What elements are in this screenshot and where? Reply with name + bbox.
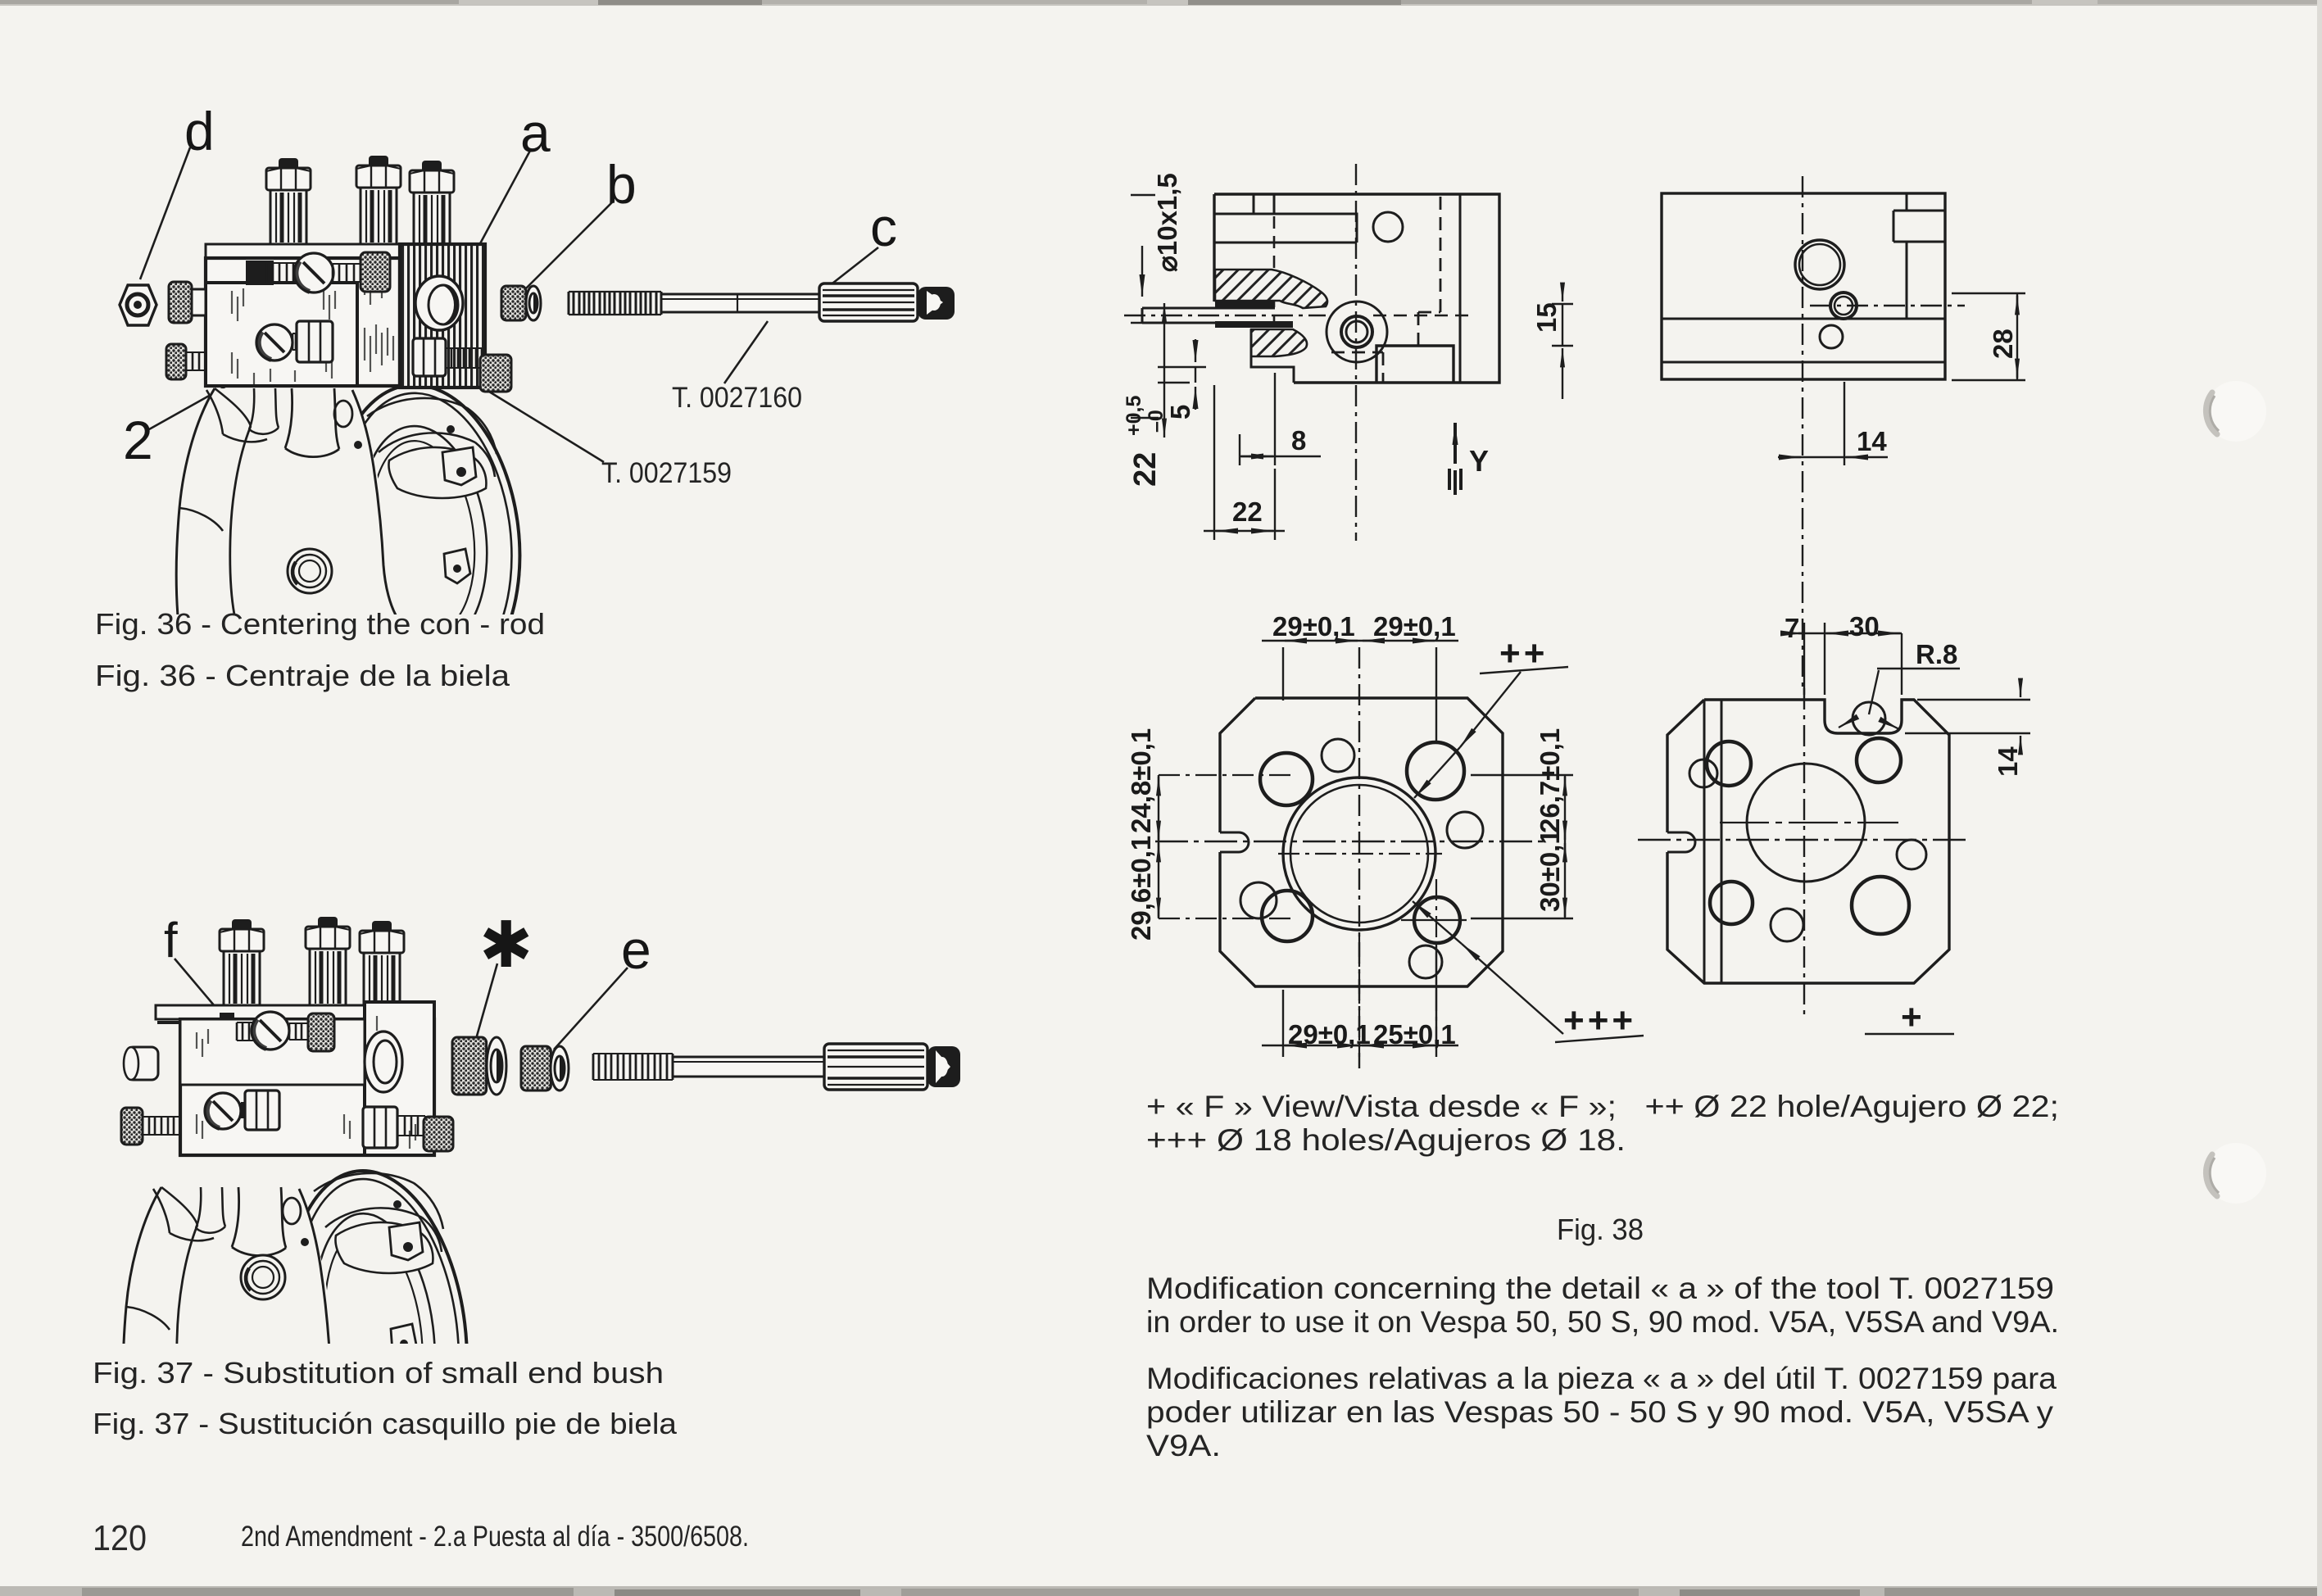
svg-text:26,7±0,1: 26,7±0,1 bbox=[1535, 728, 1565, 833]
svg-text:8: 8 bbox=[1291, 425, 1306, 456]
svg-text:poder utilizar en las Vespas 5: poder utilizar en las Vespas 50 - 50 S y… bbox=[1146, 1395, 2054, 1429]
svg-text:b: b bbox=[606, 154, 637, 215]
svg-text:Fig. 37 - Substitution of smal: Fig. 37 - Substitution of small end bush bbox=[93, 1356, 664, 1390]
svg-text:+ « F » View/Vista desde « F »: + « F » View/Vista desde « F »; ++ Ø 22 … bbox=[1146, 1090, 2059, 1123]
svg-text:2: 2 bbox=[123, 410, 153, 470]
svg-text:7: 7 bbox=[1785, 613, 1799, 643]
svg-text:29,6±0,1: 29,6±0,1 bbox=[1126, 836, 1156, 941]
svg-text:⌀10x1,5: ⌀10x1,5 bbox=[1152, 173, 1182, 272]
svg-text:e: e bbox=[621, 919, 651, 980]
svg-text:+++ Ø 18 holes/Agujeros Ø 18.: +++ Ø 18 holes/Agujeros Ø 18. bbox=[1146, 1123, 1626, 1157]
svg-text:Fig. 36 - Centraje de la biela: Fig. 36 - Centraje de la biela bbox=[95, 659, 510, 692]
svg-text:15: 15 bbox=[1531, 302, 1562, 333]
svg-text:29±0,1: 29±0,1 bbox=[1272, 611, 1355, 642]
svg-text:22: 22 bbox=[1232, 496, 1263, 527]
svg-text:14: 14 bbox=[1993, 746, 2023, 777]
svg-text:+0,5: +0,5 bbox=[1122, 396, 1145, 436]
svg-text:25±0,1: 25±0,1 bbox=[1373, 1019, 1456, 1050]
svg-text:–0: –0 bbox=[1145, 410, 1168, 433]
svg-text:V9A.: V9A. bbox=[1146, 1429, 1221, 1462]
svg-text:14: 14 bbox=[1857, 426, 1887, 456]
svg-text:Fig. 37 - Sustitución casquill: Fig. 37 - Sustitución casquillo pie de b… bbox=[93, 1407, 678, 1440]
svg-text:2nd Amendment - 2.a Puesta al: 2nd Amendment - 2.a Puesta al día - 3500… bbox=[241, 1521, 749, 1553]
svg-text:28: 28 bbox=[1988, 329, 2018, 359]
svg-text:30: 30 bbox=[1849, 611, 1880, 642]
svg-text:Fig. 38: Fig. 38 bbox=[1557, 1213, 1644, 1246]
svg-text:30±0,1: 30±0,1 bbox=[1535, 829, 1565, 912]
svg-text:T. 0027159: T. 0027159 bbox=[601, 457, 732, 489]
svg-text:++: ++ bbox=[1499, 633, 1548, 673]
svg-text:22: 22 bbox=[1128, 452, 1163, 487]
svg-text:+: + bbox=[1901, 997, 1922, 1037]
svg-text:Modification concerning the de: Modification concerning the detail « a »… bbox=[1146, 1272, 2054, 1305]
svg-text:c: c bbox=[870, 197, 897, 257]
svg-text:a: a bbox=[520, 102, 551, 163]
svg-text:+++: +++ bbox=[1563, 1000, 1636, 1041]
svg-text:d: d bbox=[184, 101, 215, 161]
svg-text:120: 120 bbox=[93, 1518, 147, 1558]
svg-text:R.8: R.8 bbox=[1916, 639, 1957, 669]
svg-text:Modificaciones relativas a la: Modificaciones relativas a la pieza « a … bbox=[1146, 1362, 2057, 1395]
svg-text:Fig. 36 - Centering the con -: Fig. 36 - Centering the con - rod bbox=[95, 607, 545, 641]
svg-text:f: f bbox=[164, 913, 178, 968]
svg-text:in order to use it on Vespa 50: in order to use it on Vespa 50, 50 S, 90… bbox=[1146, 1305, 2059, 1339]
svg-text:29±0,1: 29±0,1 bbox=[1288, 1019, 1371, 1050]
svg-text:24,8±0,1: 24,8±0,1 bbox=[1126, 728, 1156, 833]
svg-text:5: 5 bbox=[1165, 405, 1195, 419]
svg-text:29±0,1: 29±0,1 bbox=[1373, 611, 1456, 642]
svg-text:✱: ✱ bbox=[479, 909, 533, 981]
svg-text:Y: Y bbox=[1469, 444, 1489, 478]
svg-text:T. 0027160: T. 0027160 bbox=[672, 382, 802, 414]
